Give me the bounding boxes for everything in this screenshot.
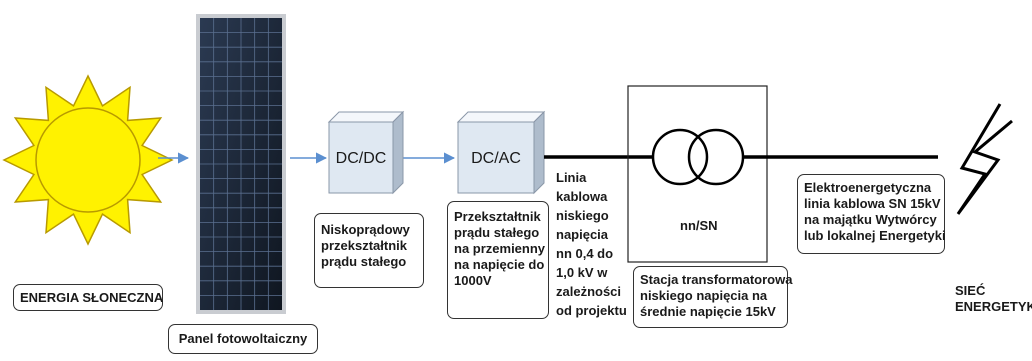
solar-panel-icon (196, 14, 286, 314)
dcdc-title: DC/DC (336, 150, 387, 167)
lightning-grid-icon (956, 103, 1013, 215)
transformer-station (627, 85, 768, 263)
lv-line-caption: Linia kablowa niskiego napięcia nn 0,4 d… (556, 170, 627, 318)
transformer-winding-primary-icon (651, 128, 709, 186)
grid-label: SIEĆ ENERGETYKI (955, 283, 1032, 314)
dcdc-converter-block: DC/DC (327, 110, 405, 195)
dcac-caption: Przekształtnik prądu stałego na przemien… (447, 201, 549, 319)
dcdc-caption: Niskoprądowy przekształtnik prądu stałeg… (314, 213, 424, 288)
transformer-winding-secondary-icon (687, 128, 745, 186)
dcac-title: DC/AC (471, 150, 521, 167)
panel-label: Panel fotowoltaiczny (168, 324, 318, 354)
dcac-inverter-block: DC/AC (456, 110, 546, 195)
mv-line-caption: Elektroenergetyczna linia kablowa SN 15k… (797, 174, 946, 254)
station-caption: Stacja transformatorowa niskiego napięci… (633, 266, 792, 328)
sun-icon (2, 74, 174, 246)
sun-label: ENERGIA SŁONECZNA (13, 284, 163, 311)
transformer-ratio-label: nn/SN (680, 218, 718, 233)
